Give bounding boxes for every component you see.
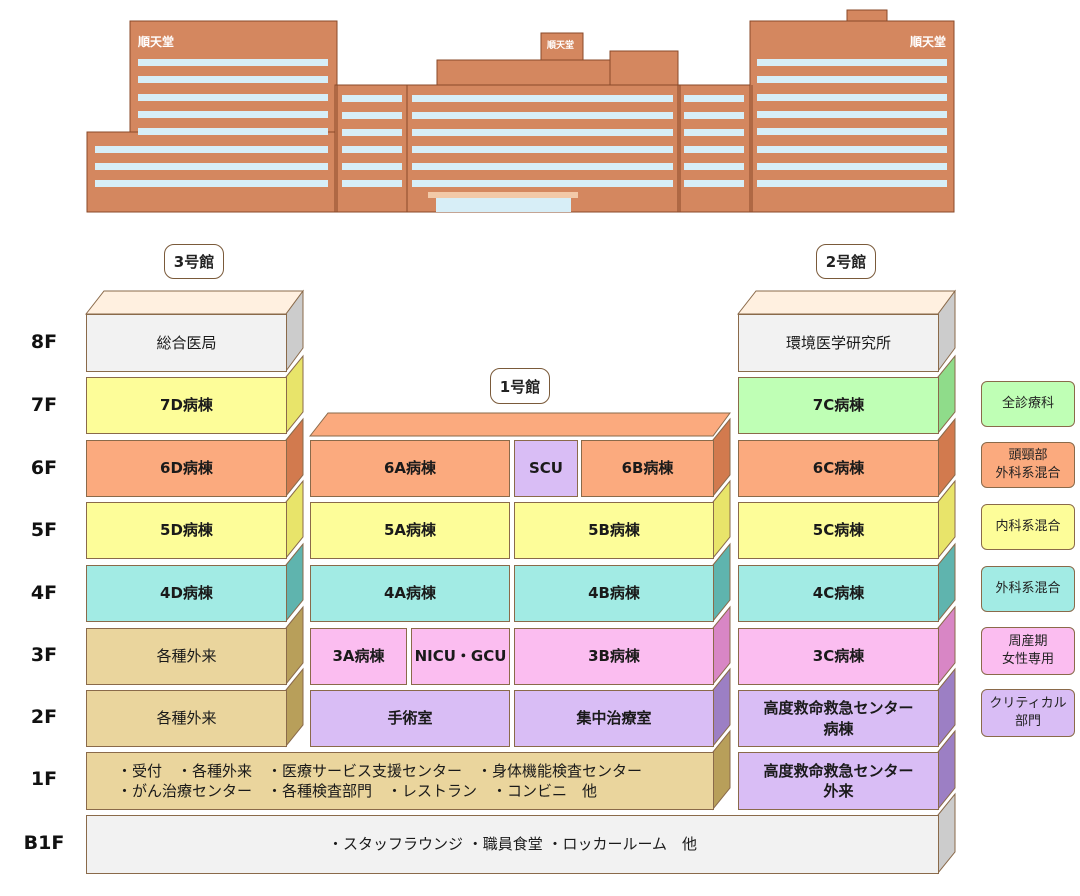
b1-4f-ward-b: 4B病棟 xyxy=(514,565,714,622)
b2-3f-ward: 3C病棟 xyxy=(738,628,939,685)
b2-4f-ward: 4C病棟 xyxy=(738,565,939,622)
b1-3f-ward-a: 3A病棟 xyxy=(310,628,407,685)
legend-general: 全診療科 xyxy=(981,381,1075,427)
b1-6f-ward-b: 6B病棟 xyxy=(581,440,714,497)
floor-1f-line2: ・がん治療センター ・各種検査部門 ・レストラン ・コンビニ 他 xyxy=(117,782,598,800)
b3-2f-outpatient: 各種外来 xyxy=(86,690,287,747)
floor-b1f-facilities: ・スタッフラウンジ ・職員食堂 ・ロッカールーム 他 xyxy=(86,815,939,874)
floor-1f-line1: ・受付 ・各種外来 ・医療サービス支援センター ・身体機能検査センター xyxy=(117,761,643,780)
floor-1f-facilities: ・受付 ・各種外来 ・医療サービス支援センター ・身体機能検査センター ・がん治… xyxy=(86,752,714,810)
b1-2f-operating-room: 手術室 xyxy=(310,690,510,747)
b3-7f-ward: 7D病棟 xyxy=(86,377,287,434)
b1-5f-ward-b: 5B病棟 xyxy=(514,502,714,559)
b3-6f-ward: 6D病棟 xyxy=(86,440,287,497)
b2-2f-emergency-ward: 高度救命救急センター 病棟 xyxy=(738,690,939,747)
b2-7f-ward: 7C病棟 xyxy=(738,377,939,434)
b3-5f-ward: 5D病棟 xyxy=(86,502,287,559)
legend-surgical: 外科系混合 xyxy=(981,566,1075,612)
floor-label-2f: 2F xyxy=(30,706,58,728)
b1-3f-nicu-gcu: NICU・GCU xyxy=(411,628,510,685)
b2-8f-research-institute: 環境医学研究所 xyxy=(738,314,939,372)
b1-2f-intensive-care: 集中治療室 xyxy=(514,690,714,747)
legend-perinatal-line1: 周産期 xyxy=(1008,634,1048,650)
legend-perinatal: 周産期 女性専用 xyxy=(981,627,1075,675)
b2-5f-ward: 5C病棟 xyxy=(738,502,939,559)
floor-label-b1f: B1F xyxy=(23,832,65,854)
b1-4f-ward-a: 4A病棟 xyxy=(310,565,510,622)
hospital-illustration xyxy=(86,9,955,213)
building2-tag: 2号館 xyxy=(816,244,876,279)
b3-8f-medical-office: 総合医局 xyxy=(86,314,287,372)
floor-label-3f: 3F xyxy=(30,644,58,666)
b2-1f-emergency-outpatient: 高度救命救急センター 外来 xyxy=(738,752,939,810)
b2-6f-ward: 6C病棟 xyxy=(738,440,939,497)
building1-tag: 1号館 xyxy=(490,368,550,404)
legend-critical-line1: クリティカル xyxy=(989,696,1067,712)
floor-label-7f: 7F xyxy=(30,394,58,416)
b1-3f-ward-b: 3B病棟 xyxy=(514,628,714,685)
legend-critical: クリティカル 部門 xyxy=(981,689,1075,737)
legend-perinatal-line2: 女性専用 xyxy=(1001,652,1054,667)
floor-label-8f: 8F xyxy=(30,331,58,353)
hospital-sign-right: 順天堂 xyxy=(910,35,947,49)
floor-label-1f: 1F xyxy=(30,768,58,790)
legend-head-neck: 頭頸部 外科系混合 xyxy=(981,442,1075,488)
legend-head-neck-line1: 頭頸部 xyxy=(1008,448,1048,464)
b1-6f-ward-a: 6A病棟 xyxy=(310,440,510,497)
legend-critical-line2: 部門 xyxy=(1014,714,1041,729)
floor-label-4f: 4F xyxy=(30,582,58,604)
legend-internal: 内科系混合 xyxy=(981,504,1075,550)
b1-6f-scu: SCU xyxy=(514,440,578,497)
b2-2f-line1: 高度救命救急センター xyxy=(763,699,914,718)
floor-label-5f: 5F xyxy=(30,519,58,541)
b1-5f-ward-a: 5A病棟 xyxy=(310,502,510,559)
b3-4f-ward: 4D病棟 xyxy=(86,565,287,622)
legend-head-neck-line2: 外科系混合 xyxy=(995,466,1061,481)
b3-3f-outpatient: 各種外来 xyxy=(86,628,287,685)
floor-label-6f: 6F xyxy=(30,457,58,479)
building3-tag: 3号館 xyxy=(164,244,224,279)
b2-1f-line2: 外来 xyxy=(823,782,854,800)
b2-2f-line2: 病棟 xyxy=(823,719,854,738)
hospital-sign-left: 順天堂 xyxy=(138,35,175,49)
hospital-sign-center: 順天堂 xyxy=(547,41,575,51)
b2-1f-line1: 高度救命救急センター xyxy=(763,761,914,780)
